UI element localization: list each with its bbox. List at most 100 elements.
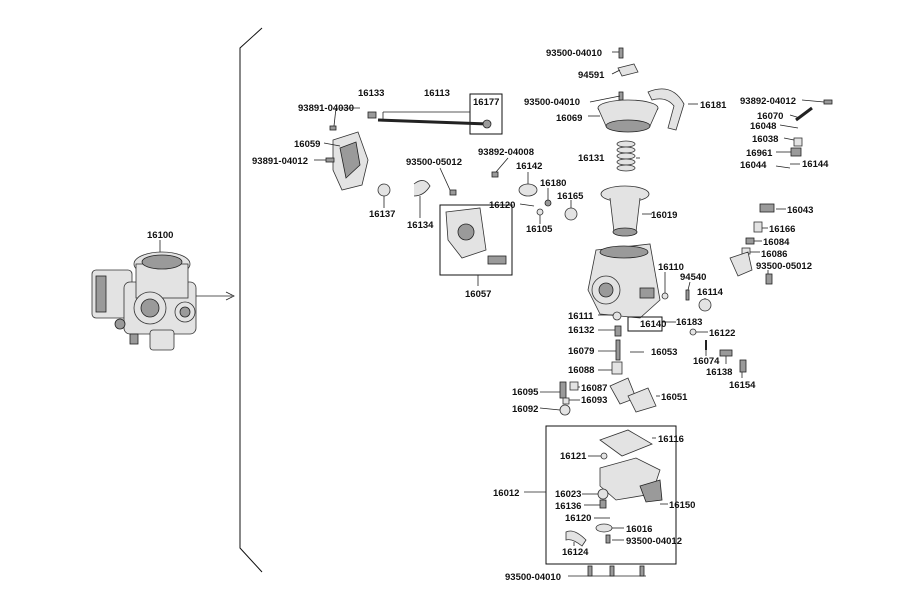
label-16120-a: 16120 (489, 200, 515, 211)
label-16165: 16165 (557, 191, 584, 202)
label-93500-05012-b: 93500-05012 (756, 261, 812, 272)
label-16138: 16138 (706, 367, 732, 378)
leader-arrowhead (225, 291, 235, 301)
screw-93500-04010-top (618, 47, 624, 59)
screw-93500-05012-a (449, 189, 457, 196)
label-93892-04008: 93892-04008 (478, 147, 534, 158)
screw-93891-04030 (329, 125, 337, 131)
label-16111: 16111 (568, 311, 594, 322)
label-16131: 16131 (578, 153, 605, 164)
label-16087: 16087 (581, 383, 607, 394)
label-16038: 16038 (752, 134, 778, 145)
part-box-16012 (545, 425, 677, 565)
label-16051: 16051 (661, 392, 688, 403)
label-16048: 16048 (750, 121, 776, 132)
label-93891-04012: 93891-04012 (252, 156, 308, 167)
part-16165 (564, 207, 578, 221)
label-16122: 16122 (709, 328, 735, 339)
part-16087 (569, 381, 579, 391)
part-16121 (600, 452, 608, 460)
label-16105: 16105 (526, 224, 553, 235)
label-16044: 16044 (740, 160, 767, 171)
label-16019: 16019 (651, 210, 677, 221)
part-16043 (759, 203, 775, 213)
label-93500-05012-a: 93500-05012 (406, 157, 462, 168)
label-16057: 16057 (465, 289, 491, 300)
part-16180 (544, 199, 552, 207)
label-94540: 94540 (680, 272, 706, 283)
part-16019-diaphragm (600, 185, 650, 237)
screw-93892-04008 (491, 171, 499, 178)
part-16023 (597, 488, 609, 500)
label-16144: 16144 (802, 159, 829, 170)
label-16180: 16180 (540, 178, 566, 189)
label-16070: 16070 (757, 111, 783, 122)
label-16166: 16166 (769, 224, 795, 235)
part-16095 (559, 381, 567, 399)
label-16140: 16140 (640, 319, 666, 330)
part-16142 (518, 183, 538, 197)
part-16113-shaft (377, 118, 489, 126)
label-16079: 16079 (568, 346, 594, 357)
screw-93891-04012 (325, 157, 335, 163)
part-box-16177 (469, 93, 503, 135)
part-16181-hose (647, 88, 685, 131)
part-16088 (611, 361, 623, 375)
label-16069: 16069 (556, 113, 582, 124)
bottom-screws-93500-04010 (586, 565, 646, 577)
part-16154 (739, 359, 747, 373)
label-16132: 16132 (568, 325, 594, 336)
label-93891-04030: 93891-04030 (298, 103, 354, 114)
label-16177: 16177 (473, 97, 499, 108)
choke-body (729, 251, 753, 277)
label-16012: 16012 (493, 488, 519, 499)
part-16166 (753, 221, 763, 233)
part-16137 (377, 183, 391, 197)
part-16051-float (609, 377, 657, 413)
label-16016: 16016 (626, 524, 652, 535)
label-16059: 16059 (294, 139, 320, 150)
screw-93500-05012-b (765, 273, 773, 285)
part-16111 (612, 311, 622, 321)
part-16012-float-bowl (599, 457, 663, 503)
label-94591: 94591 (578, 70, 605, 81)
label-16113: 16113 (424, 88, 450, 99)
part-16114 (698, 298, 712, 312)
label-16110: 16110 (658, 262, 684, 273)
label-16086: 16086 (761, 249, 787, 260)
part-16136 (599, 499, 607, 509)
label-16136: 16136 (555, 501, 581, 512)
part-16961 (790, 147, 802, 157)
label-16093: 16093 (581, 395, 607, 406)
label-16961: 16961 (746, 148, 773, 159)
label-16088: 16088 (568, 365, 594, 376)
label-16183: 16183 (676, 317, 702, 328)
part-16038 (793, 137, 803, 147)
part-16131-spring (616, 140, 636, 172)
label-16154: 16154 (729, 380, 756, 391)
part-16133 (367, 111, 377, 119)
part-16070 (795, 106, 813, 122)
label-16100: 16100 (147, 230, 173, 241)
part-16093 (562, 397, 570, 405)
label-16133: 16133 (358, 88, 384, 99)
part-16079 (615, 339, 621, 361)
part-16059-cover (332, 131, 369, 191)
label-16142: 16142 (516, 161, 542, 172)
label-16095: 16095 (512, 387, 539, 398)
part-16122 (689, 328, 697, 336)
label-93500-04010-top: 93500-04010 (546, 48, 602, 59)
part-labels: 16100 93500-04010 94591 93500-04010 1618… (147, 48, 829, 583)
label-16084: 16084 (763, 237, 790, 248)
label-16092: 16092 (512, 404, 538, 415)
part-16092 (559, 404, 571, 416)
part-16132 (614, 325, 622, 337)
part-box-16057 (439, 204, 513, 276)
group-bracket (239, 27, 263, 573)
label-16114: 16114 (697, 287, 724, 298)
part-16124-hose (565, 530, 587, 547)
part-box-16140 (627, 316, 663, 332)
part-16138 (719, 349, 733, 357)
label-93892-04012-r: 93892-04012 (740, 96, 796, 107)
